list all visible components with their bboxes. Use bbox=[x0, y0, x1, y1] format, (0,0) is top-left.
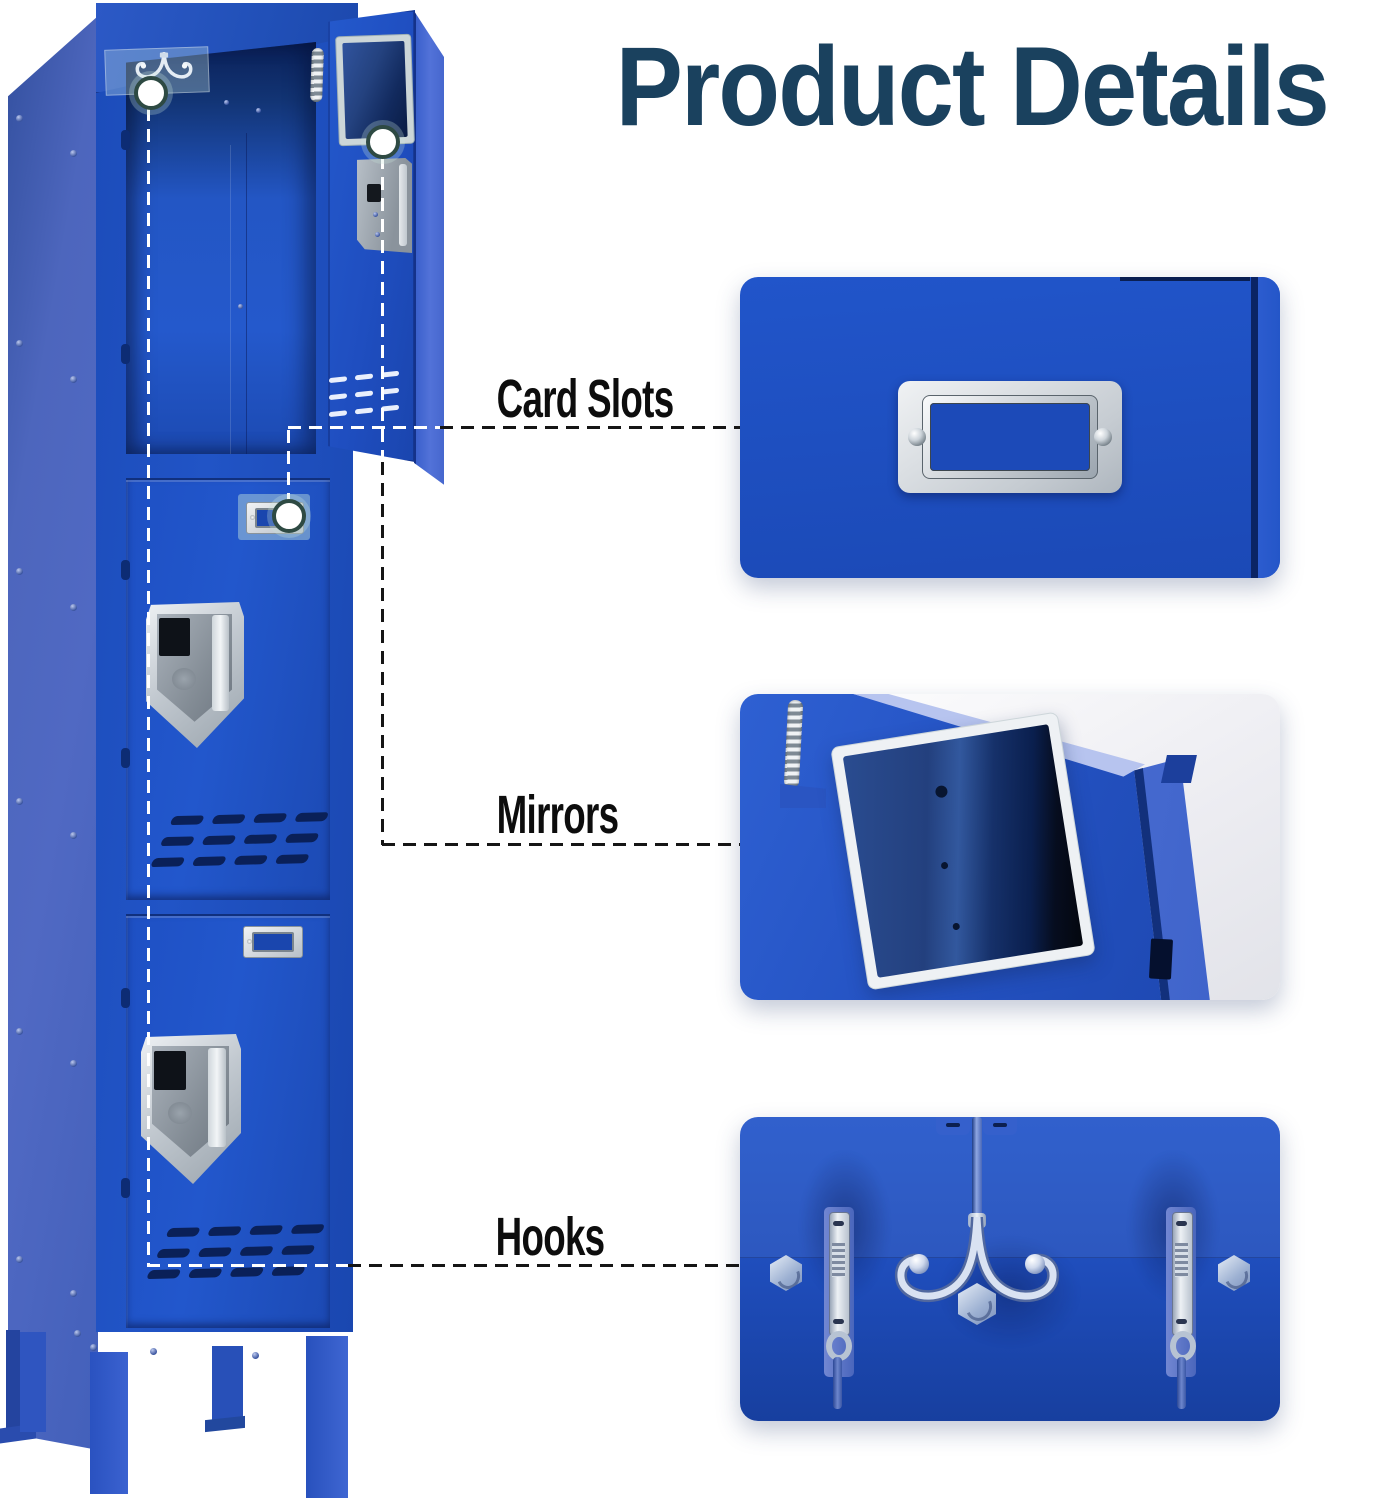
open-door bbox=[300, 0, 450, 500]
double-hook-icon bbox=[894, 1217, 1060, 1303]
handle-pull-bar bbox=[208, 1047, 226, 1147]
door-hinge-spring bbox=[310, 47, 324, 103]
latch-bar bbox=[399, 164, 407, 246]
interior-seam bbox=[246, 132, 247, 454]
interior-seam bbox=[230, 145, 231, 454]
label-frame-screw bbox=[247, 939, 252, 944]
door-latch-slot bbox=[1149, 938, 1174, 980]
left-strap-hook bbox=[829, 1212, 850, 1336]
mirrors-detail-panel bbox=[740, 694, 1280, 1000]
mirror-connector-vertical bbox=[381, 462, 384, 845]
hooks-connector-horizontal-onlocker bbox=[147, 1264, 348, 1267]
left-strap-rod bbox=[833, 1357, 842, 1409]
mirror-marker-dot bbox=[366, 125, 400, 159]
locker-leg-foot bbox=[205, 1415, 245, 1433]
interior-screw bbox=[238, 304, 243, 309]
base-rivet bbox=[150, 1348, 157, 1355]
bottom-door-vents bbox=[140, 1224, 335, 1291]
card-marker-dot bbox=[272, 499, 306, 533]
bracket-screw bbox=[946, 1123, 960, 1127]
mirror-connector-vertical-ondoor bbox=[381, 156, 384, 462]
locker-leg-back-left-outer bbox=[6, 1330, 20, 1432]
handle-latch-hole bbox=[154, 1050, 186, 1090]
locker-leg-front-right bbox=[306, 1336, 348, 1498]
callout-hooks: Hooks bbox=[495, 1207, 606, 1267]
locker-leg-back-right bbox=[212, 1346, 243, 1428]
hooks-detail-panel bbox=[740, 1117, 1280, 1421]
mirror-hole bbox=[940, 861, 949, 870]
interior-screw bbox=[256, 108, 261, 113]
coat-hooks-icon bbox=[135, 52, 193, 79]
card-slot-screw bbox=[250, 515, 255, 520]
bracket-screw bbox=[993, 1123, 1007, 1127]
spring-mount bbox=[780, 784, 826, 808]
card-holder-rivet-left bbox=[908, 428, 926, 446]
card-holder-rivet-right bbox=[1094, 428, 1112, 446]
handle-dimple bbox=[168, 1101, 192, 1124]
mirror-glass bbox=[842, 724, 1084, 978]
card-connector-horizontal bbox=[440, 426, 740, 429]
right-strap-hook bbox=[1172, 1212, 1193, 1336]
hooks-connector-vertical bbox=[147, 108, 150, 1266]
mirror bbox=[830, 711, 1096, 991]
latch-screw bbox=[373, 212, 378, 217]
card-holder-bevel bbox=[922, 395, 1098, 479]
door-fold-notch bbox=[1160, 755, 1197, 783]
door-edge-shadow-line bbox=[1251, 277, 1258, 578]
callout-mirrors: Mirrors bbox=[497, 785, 619, 845]
callout-card-slots: Card Slots bbox=[496, 369, 675, 429]
hooks-connector-horizontal bbox=[348, 1264, 740, 1267]
open-door-edge bbox=[414, 10, 444, 485]
hooks-marker-dot bbox=[134, 76, 168, 110]
handle-dimple bbox=[172, 667, 196, 690]
handle-latch-hole bbox=[158, 618, 191, 656]
center-hook-bracket bbox=[983, 1117, 1017, 1135]
card-slots-detail-panel bbox=[740, 277, 1280, 578]
bottom-door-label-frame bbox=[243, 926, 303, 958]
locker-side-panel bbox=[8, 16, 98, 1450]
mirror-connector-horizontal bbox=[382, 843, 740, 846]
card-connector-vertical bbox=[287, 430, 290, 502]
door-latch-mechanism bbox=[357, 158, 412, 253]
door-mirror-glass bbox=[342, 40, 408, 140]
interior-screw bbox=[224, 100, 229, 105]
handle-pull-bar bbox=[211, 615, 230, 712]
right-strap-rod bbox=[1177, 1357, 1186, 1409]
card-holder-plate bbox=[898, 381, 1122, 493]
latch-screw bbox=[375, 232, 380, 237]
card-holder-window bbox=[930, 403, 1090, 471]
base-rivet bbox=[252, 1352, 259, 1359]
mirror-hole bbox=[952, 922, 961, 931]
left-wall-nut bbox=[770, 1255, 802, 1291]
door-top-seam bbox=[1120, 277, 1250, 281]
center-hook-post bbox=[972, 1117, 982, 1245]
mirror-hole bbox=[934, 784, 949, 799]
top-compartment-interior bbox=[126, 42, 316, 454]
locker bbox=[0, 0, 470, 1500]
middle-door-vents bbox=[144, 812, 339, 879]
card-connector-horizontal-onlocker bbox=[288, 426, 440, 429]
latch-slot bbox=[367, 184, 381, 202]
open-door-vents bbox=[329, 370, 407, 429]
center-hook-bracket bbox=[936, 1117, 970, 1135]
label-frame-window bbox=[252, 932, 294, 952]
right-wall-nut bbox=[1218, 1255, 1250, 1291]
bottom-door-handle bbox=[141, 1034, 241, 1184]
page-title: Product Details bbox=[615, 24, 1330, 149]
locker-leg-back-left bbox=[20, 1332, 46, 1432]
locker-leg-front-left bbox=[90, 1352, 128, 1494]
door-edge-band bbox=[1258, 277, 1280, 578]
